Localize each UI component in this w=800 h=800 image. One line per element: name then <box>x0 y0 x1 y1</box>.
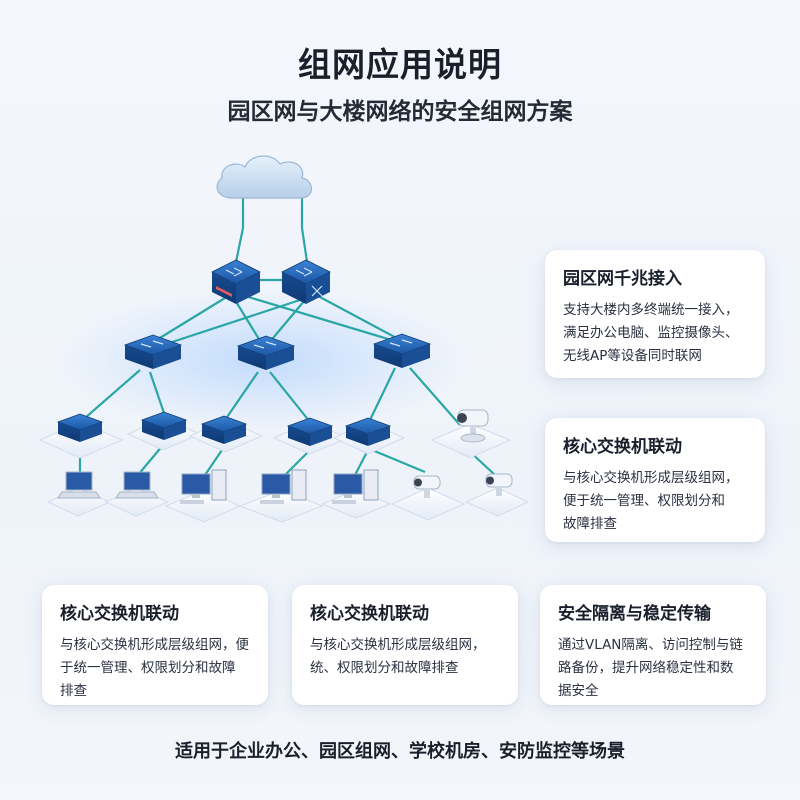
card-body: 支持大楼内多终端统一接入， 满足办公电脑、监控摄像头、 无线AP等设备同时联网 <box>563 299 747 368</box>
link-dist-access <box>224 371 259 421</box>
feature-card-core-switch: 核心交换机联动 与核心交换机形成层级组网， 便于统一管理、权限划分和 故障排查 <box>545 418 765 542</box>
link-dist-access <box>269 371 311 423</box>
card-line: 与核心交换机形成层级组网， <box>310 637 486 653</box>
link-access-endpoint <box>371 448 426 474</box>
card-line: 路备份，提升网络稳定性和数 <box>558 660 734 676</box>
link-core-dist <box>159 298 301 348</box>
card-title: 安全隔离与稳定传输 <box>558 604 711 624</box>
feature-card-gigabit-access: 园区网千兆接入 支持大楼内多终端统一接入， 满足办公电脑、监控摄像头、 无线AP… <box>545 250 765 378</box>
camera-icon <box>485 473 513 496</box>
card-body: 通过VLAN隔离、访问控制与链 路备份，提升网络稳定性和数 据安全 <box>558 634 748 703</box>
card-line: 与核心交换机形成层级组网，便 <box>60 637 249 653</box>
switch-icon <box>344 417 392 446</box>
card-line: 便于统一管理、权限划分和 <box>563 493 725 509</box>
link-dist-access <box>84 369 141 419</box>
feature-card-core-switch: 核心交换机联动 与核心交换机形成层级组网， 统、权限划分和故障排查 <box>292 585 518 705</box>
core-switch-icon <box>211 259 261 304</box>
switch-icon <box>200 415 248 444</box>
switch-icon <box>140 411 188 440</box>
card-title: 核心交换机联动 <box>60 604 179 624</box>
link-core-dist <box>317 295 405 343</box>
laptop-icon <box>57 471 101 499</box>
link-dist-access <box>409 367 461 426</box>
core-switch-icon <box>281 259 331 304</box>
link-cloud-core-left <box>234 195 245 263</box>
switch-icon <box>236 335 296 370</box>
switch-icon <box>286 417 334 446</box>
card-line: 故障排查 <box>563 516 617 532</box>
switch-icon <box>123 334 183 369</box>
link-core-dist <box>244 294 399 344</box>
card-line: 排查 <box>60 683 87 699</box>
card-title: 园区网千兆接入 <box>563 269 682 289</box>
link-core-dist <box>267 299 306 345</box>
camera-icon <box>457 409 489 443</box>
link-access-endpoint <box>284 449 311 476</box>
card-title: 核心交换机联动 <box>563 437 682 457</box>
camera-icon <box>413 475 441 498</box>
card-line: 支持大楼内多终端统一接入， <box>563 302 739 318</box>
card-line: 于统一管理、权限划分和故障 <box>60 660 236 676</box>
page-subtitle: 园区网与大楼网络的安全组网方案 <box>227 99 573 125</box>
switch-icon <box>372 333 432 368</box>
link-access-endpoint <box>137 444 164 476</box>
card-line: 满足办公电脑、监控摄像头、 <box>563 325 739 341</box>
link-dist-access <box>148 371 167 417</box>
card-line: 据安全 <box>558 683 599 699</box>
card-body: 与核心交换机形成层级组网， 统、权限划分和故障排查 <box>310 634 500 680</box>
link-core-dist <box>234 299 263 345</box>
cloud-icon <box>216 155 313 199</box>
card-line: 无线AP等设备同时联网 <box>563 348 702 364</box>
link-dist-access <box>369 367 396 421</box>
link-core-dist <box>149 297 226 345</box>
desktop-computer-icon <box>180 469 227 504</box>
link-access-endpoint <box>204 449 223 476</box>
page-title: 组网应用说明 <box>298 45 502 84</box>
laptop-icon <box>115 471 159 499</box>
feature-card-security-isolation: 安全隔离与稳定传输 通过VLAN隔离、访问控制与链 路备份，提升网络稳定性和数 … <box>540 585 766 705</box>
card-line: 统、权限划分和故障排查 <box>310 660 459 676</box>
link-access-endpoint <box>354 449 369 476</box>
card-line: 通过VLAN隔离、访问控制与链 <box>558 637 743 653</box>
network-topology-diagram <box>38 155 530 523</box>
card-title: 核心交换机联动 <box>310 604 429 624</box>
switch-icon <box>56 413 104 442</box>
desktop-computer-icon <box>260 469 307 504</box>
card-body: 与核心交换机形成层级组网， 便于统一管理、权限划分和 故障排查 <box>563 467 747 536</box>
feature-card-core-switch: 核心交换机联动 与核心交换机形成层级组网，便 于统一管理、权限划分和故障 排查 <box>42 585 268 705</box>
footer-scenarios: 适用于企业办公、园区组网、学校机房、安防监控等场景 <box>175 741 625 762</box>
card-line: 与核心交换机形成层级组网， <box>563 470 739 486</box>
link-cloud-core-right <box>300 195 309 263</box>
desktop-computer-icon <box>332 469 379 504</box>
card-body: 与核心交换机形成层级组网，便 于统一管理、权限划分和故障 排查 <box>60 634 250 703</box>
